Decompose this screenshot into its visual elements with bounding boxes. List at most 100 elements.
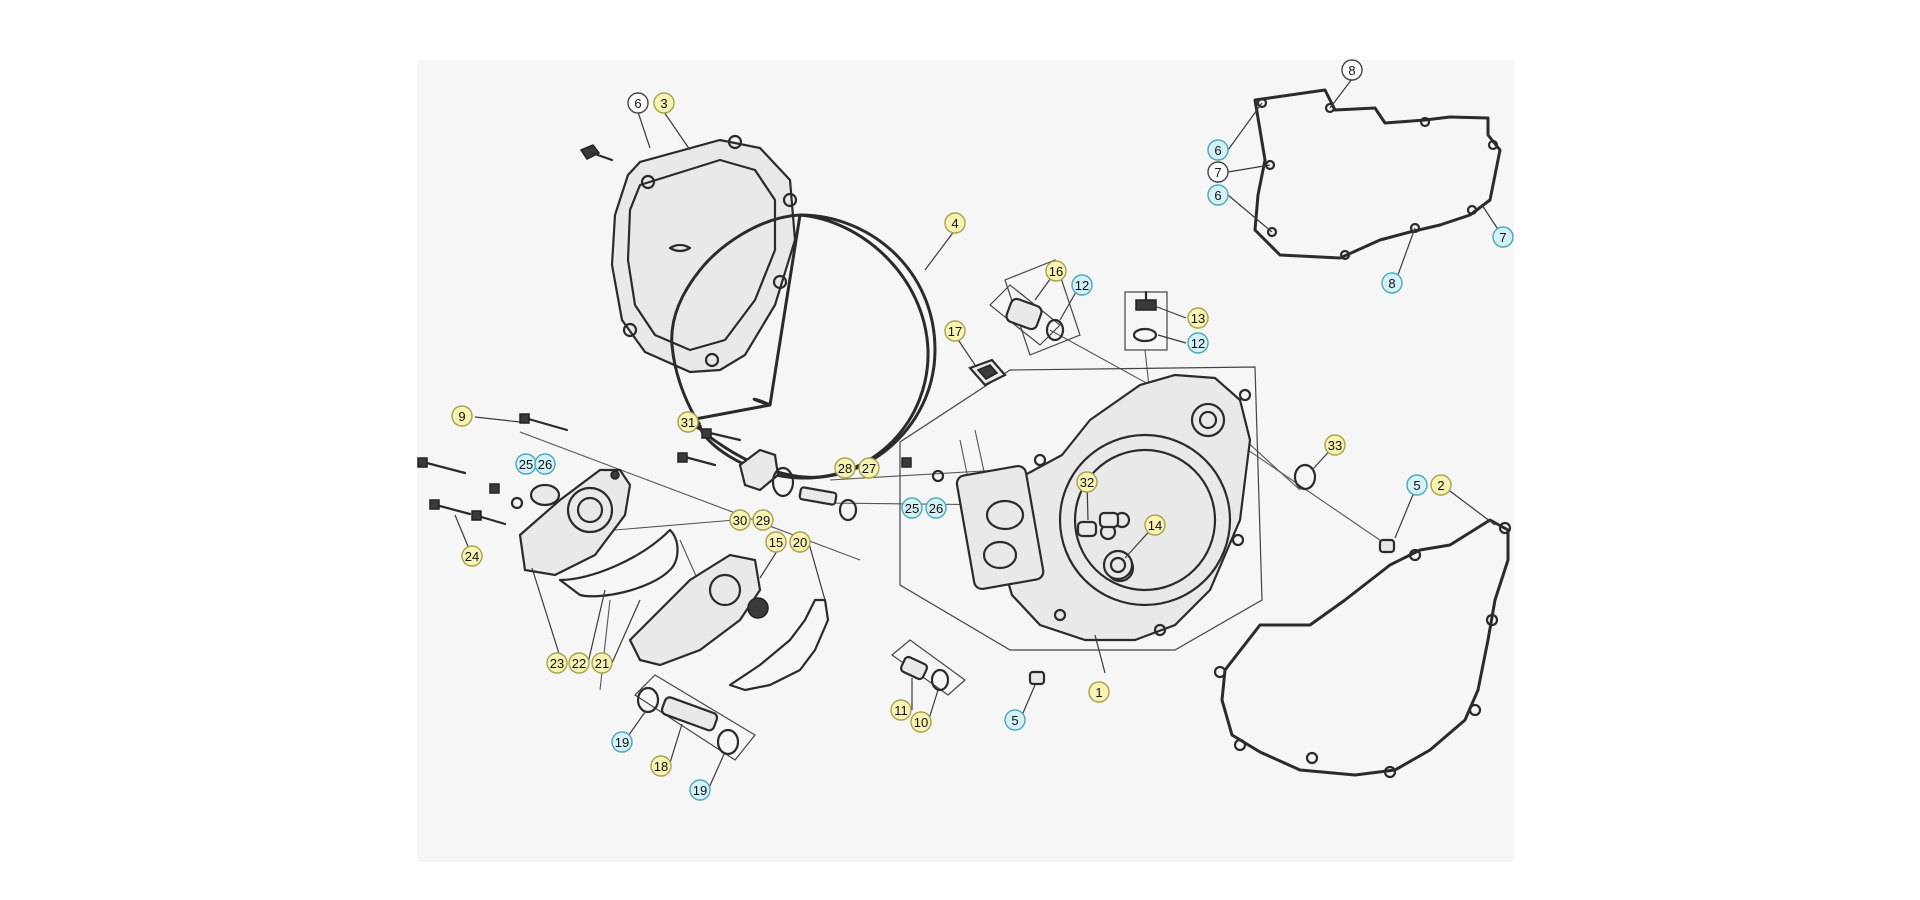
callout-bubble [1004, 709, 1026, 731]
callout-label: 12 [1191, 336, 1205, 351]
callout-25: 25 [901, 497, 923, 519]
callout-5: 5 [1004, 709, 1026, 731]
callout-4: 4 [944, 212, 966, 234]
callout-bubble [729, 509, 751, 531]
bushings-part-32 [1076, 511, 1120, 538]
callout-label: 2 [1437, 478, 1444, 493]
callout-bubble [653, 92, 675, 114]
callout-bubble [1381, 272, 1403, 294]
callout-19: 19 [611, 731, 633, 753]
callout-label: 10 [914, 715, 928, 730]
callout-bubble [1088, 681, 1110, 703]
callout-13: 13 [1187, 307, 1209, 329]
diagram-panel [417, 60, 1514, 862]
callout-label: 26 [538, 457, 552, 472]
callout-bubble [461, 545, 483, 567]
callout-bubble [451, 405, 473, 427]
callout-bubble [858, 457, 880, 479]
callout-27: 27 [858, 457, 880, 479]
callout-label: 20 [793, 535, 807, 550]
callout-label: 30 [733, 513, 747, 528]
callout-bubble [789, 531, 811, 553]
callout-bubble [1207, 139, 1229, 161]
callout-bubble [1187, 332, 1209, 354]
callout-bubble [1492, 226, 1514, 248]
callout-label: 33 [1328, 438, 1342, 453]
callout-bubble [1324, 434, 1346, 456]
callout-16: 16 [1045, 260, 1067, 282]
callout-label: 3 [660, 96, 667, 111]
callout-28: 28 [834, 457, 856, 479]
callout-label: 31 [681, 415, 695, 430]
callout-9: 9 [451, 405, 473, 427]
callout-label: 11 [894, 703, 908, 718]
callout-26: 26 [534, 453, 556, 475]
callout-21: 21 [591, 652, 613, 674]
callout-bubble [650, 755, 672, 777]
callout-bubble [1430, 474, 1452, 496]
callout-2: 2 [1430, 474, 1452, 496]
callout-label: 7 [1499, 230, 1506, 245]
gasket-part-8 [1253, 88, 1502, 261]
callout-18: 18 [650, 755, 672, 777]
callout-bubble [944, 212, 966, 234]
callout-14: 14 [1144, 514, 1166, 536]
callout-bubble [834, 457, 856, 479]
callout-bubble [689, 779, 711, 801]
callout-30: 30 [729, 509, 751, 531]
callout-bubble [677, 411, 699, 433]
callout-11: 11 [890, 699, 912, 721]
clutch-cover-part-3 [579, 134, 798, 374]
callout-bubble [1076, 471, 1098, 493]
callout-12: 12 [1071, 274, 1093, 296]
callout-3: 3 [653, 92, 675, 114]
callout-20: 20 [789, 531, 811, 553]
callout-8: 8 [1341, 59, 1363, 81]
callout-26: 26 [925, 497, 947, 519]
callout-29: 29 [752, 509, 774, 531]
callout-bubble [1071, 274, 1093, 296]
callout-bubble [944, 320, 966, 342]
callout-bubble [534, 453, 556, 475]
engine-cover-part-1 [955, 373, 1252, 642]
callout-label: 6 [1214, 188, 1221, 203]
circlip-part-33 [1293, 463, 1317, 491]
callout-bubble [1207, 184, 1229, 206]
callout-12: 12 [1187, 332, 1209, 354]
callout-17: 17 [944, 320, 966, 342]
callout-label: 14 [1148, 518, 1162, 533]
callout-label: 9 [458, 409, 465, 424]
callout-10: 10 [910, 711, 932, 733]
bolts-part-9-24 [417, 413, 569, 526]
callout-bubble [546, 652, 568, 674]
callout-label: 6 [634, 96, 641, 111]
callout-15: 15 [765, 531, 787, 553]
callout-19: 19 [689, 779, 711, 801]
callout-33: 33 [1324, 434, 1346, 456]
callout-23: 23 [546, 652, 568, 674]
water-pump-cover-part-23 [518, 468, 679, 598]
callout-bubble [1341, 59, 1363, 81]
callout-bubble [901, 497, 923, 519]
callout-label: 25 [519, 457, 533, 472]
callout-32: 32 [1076, 471, 1098, 493]
callout-bubble [1187, 307, 1209, 329]
callout-bubble [925, 497, 947, 519]
callout-6: 6 [1207, 184, 1229, 206]
callout-label: 19 [615, 735, 629, 750]
callout-label: 22 [572, 656, 586, 671]
callout-label: 15 [769, 535, 783, 550]
callout-22: 22 [568, 652, 590, 674]
small-bolts-part-25-26 [489, 457, 945, 510]
callout-label: 17 [948, 324, 962, 339]
callout-5: 5 [1406, 474, 1428, 496]
callout-label: 13 [1191, 311, 1205, 326]
callout-7: 7 [1207, 161, 1229, 183]
callout-label: 19 [693, 783, 707, 798]
vent-part-13 [1132, 290, 1158, 343]
callout-label: 6 [1214, 143, 1221, 158]
shaft-part-18 [636, 686, 740, 756]
callout-bubble [910, 711, 932, 733]
